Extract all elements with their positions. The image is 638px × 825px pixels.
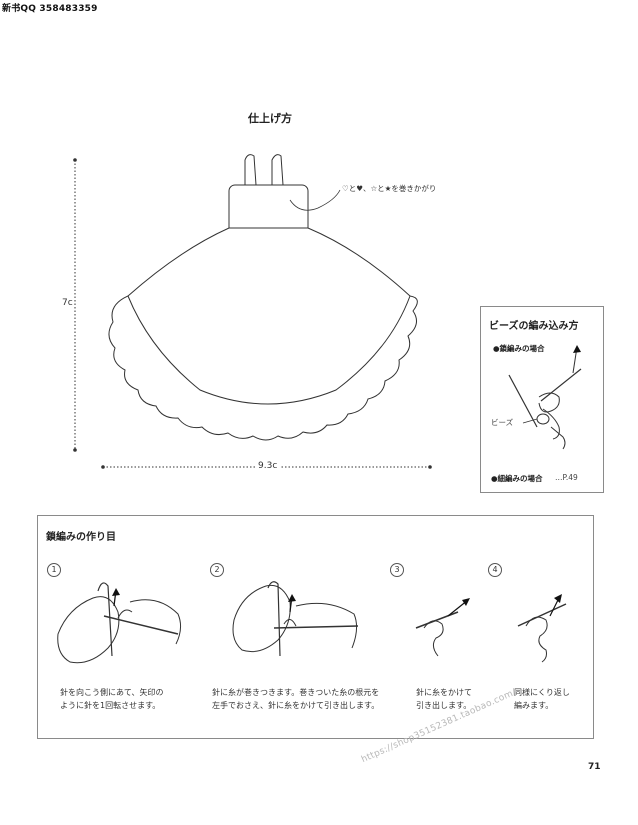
header-source-text: 新书QQ 358483359 xyxy=(2,4,98,14)
step-1-number: 1 xyxy=(47,563,61,577)
step-3-description: 針に糸をかけて 引き出します。 xyxy=(416,688,472,710)
skirt-illustration xyxy=(73,154,432,469)
finished-title: 仕上げ方 xyxy=(248,112,292,125)
step-1-description: 針を向こう側にあて、矢印の ように針を1回転させます。 xyxy=(60,688,164,710)
bead-technique-panel: ビーズの編み込み方 ●鎖編みの場合 ビーズ ●細編みの場合 …P.49 xyxy=(480,306,604,493)
chain-steps-illustration xyxy=(57,581,567,664)
bead-label: ビーズ xyxy=(491,418,514,427)
bead-chain-illustration xyxy=(508,345,582,450)
finishing-note: ♡と♥、☆と★を巻きかがり xyxy=(342,184,437,193)
bead-panel-title: ビーズの編み込み方 xyxy=(489,321,579,332)
step-4-number: 4 xyxy=(488,563,502,577)
step-2-description: 針に糸が巻きつきます。巻きついた糸の根元を 左手でおさえ、針に糸をかけて引き出し… xyxy=(212,688,380,710)
width-label: 9.3c xyxy=(255,461,281,471)
step-2-number: 2 xyxy=(210,563,224,577)
step-3-number: 3 xyxy=(390,563,404,577)
chain-start-title: 鎖編みの作り目 xyxy=(46,532,116,543)
height-label: 7c xyxy=(62,298,73,308)
chain-start-section: 鎖編みの作り目 1 2 3 4 針を向こう側にあて、矢印の ように針を1回転させ… xyxy=(37,515,594,739)
chain-case-label: ●鎖編みの場合 xyxy=(493,344,545,353)
step-4-description: 同様にくり返し 編みます。 xyxy=(514,688,570,710)
single-case-label: ●細編みの場合 xyxy=(491,474,543,483)
page-number: 71 xyxy=(588,762,601,772)
single-case-ref: …P.49 xyxy=(555,473,578,482)
